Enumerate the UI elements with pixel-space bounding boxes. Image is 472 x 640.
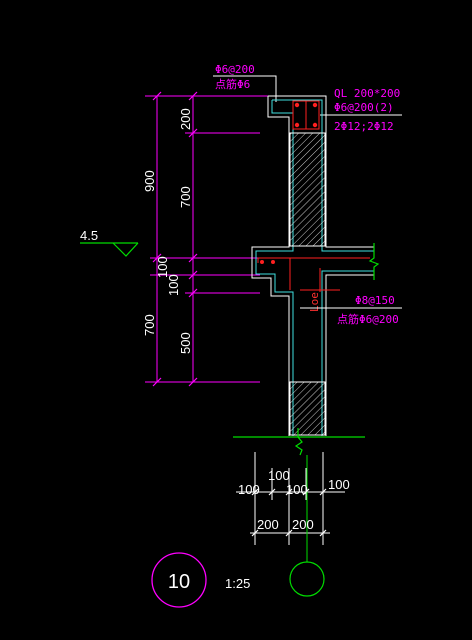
top-distribution-bar: 点筋Φ6 — [215, 77, 250, 91]
mid-distribution-bar: 点筋Φ6@200 — [337, 312, 399, 326]
dim-900: 900 — [142, 170, 157, 192]
bottom-dimension-lines — [236, 452, 345, 562]
axis-bubble — [289, 561, 325, 597]
top-rebar-callout: Φ6@200 点筋Φ6 — [213, 63, 277, 102]
dim-100-a: 100 — [155, 256, 170, 278]
dim-500: 500 — [178, 332, 193, 354]
ring-beam-stirrup: Φ6@200(2) — [334, 101, 394, 114]
detail-scale: 1:25 — [225, 576, 250, 591]
dim-bottom-100-d: 100 — [328, 477, 350, 492]
anchorage-length-label: Loe — [308, 292, 321, 312]
ring-beam-rebar — [292, 100, 320, 130]
level-mark: 4.5 — [80, 228, 139, 257]
level-value: 4.5 — [80, 228, 98, 243]
detail-mark: 10 1:25 — [151, 552, 250, 608]
dim-bottom-200-a: 200 — [257, 517, 279, 532]
wall-section — [251, 95, 380, 436]
top-stirrup-spec: Φ6@200 — [215, 63, 255, 76]
dim-bottom-100-c: 100 — [286, 482, 308, 497]
detail-number: 10 — [168, 571, 190, 593]
slab-rebar — [257, 257, 370, 292]
mid-rebar-callout: Φ8@150 点筋Φ6@200 — [300, 294, 402, 326]
ring-beam-title: QL 200*200 — [334, 87, 400, 100]
bottom-dimension-labels: 100 100 100 100 200 200 — [238, 468, 350, 532]
dim-200-top: 200 — [178, 108, 193, 130]
dim-100-b: 100 — [166, 274, 181, 296]
dim-700-lower: 700 — [142, 314, 157, 336]
ring-beam-callout: QL 200*200 Φ6@200(2) 2Φ12;2Φ12 — [320, 87, 402, 133]
mid-bar-spec: Φ8@150 — [355, 294, 395, 307]
ground-line — [233, 428, 365, 456]
left-dimension-labels: 200 700 900 100 100 500 700 — [142, 108, 193, 354]
left-dimension-lines — [145, 91, 270, 387]
dim-bottom-100-a: 100 — [268, 468, 290, 483]
ring-beam-bars: 2Φ12;2Φ12 — [334, 120, 394, 133]
dim-bottom-100-b: 100 — [238, 482, 260, 497]
dim-bottom-200-b: 200 — [292, 517, 314, 532]
dim-700-upper: 700 — [178, 186, 193, 208]
